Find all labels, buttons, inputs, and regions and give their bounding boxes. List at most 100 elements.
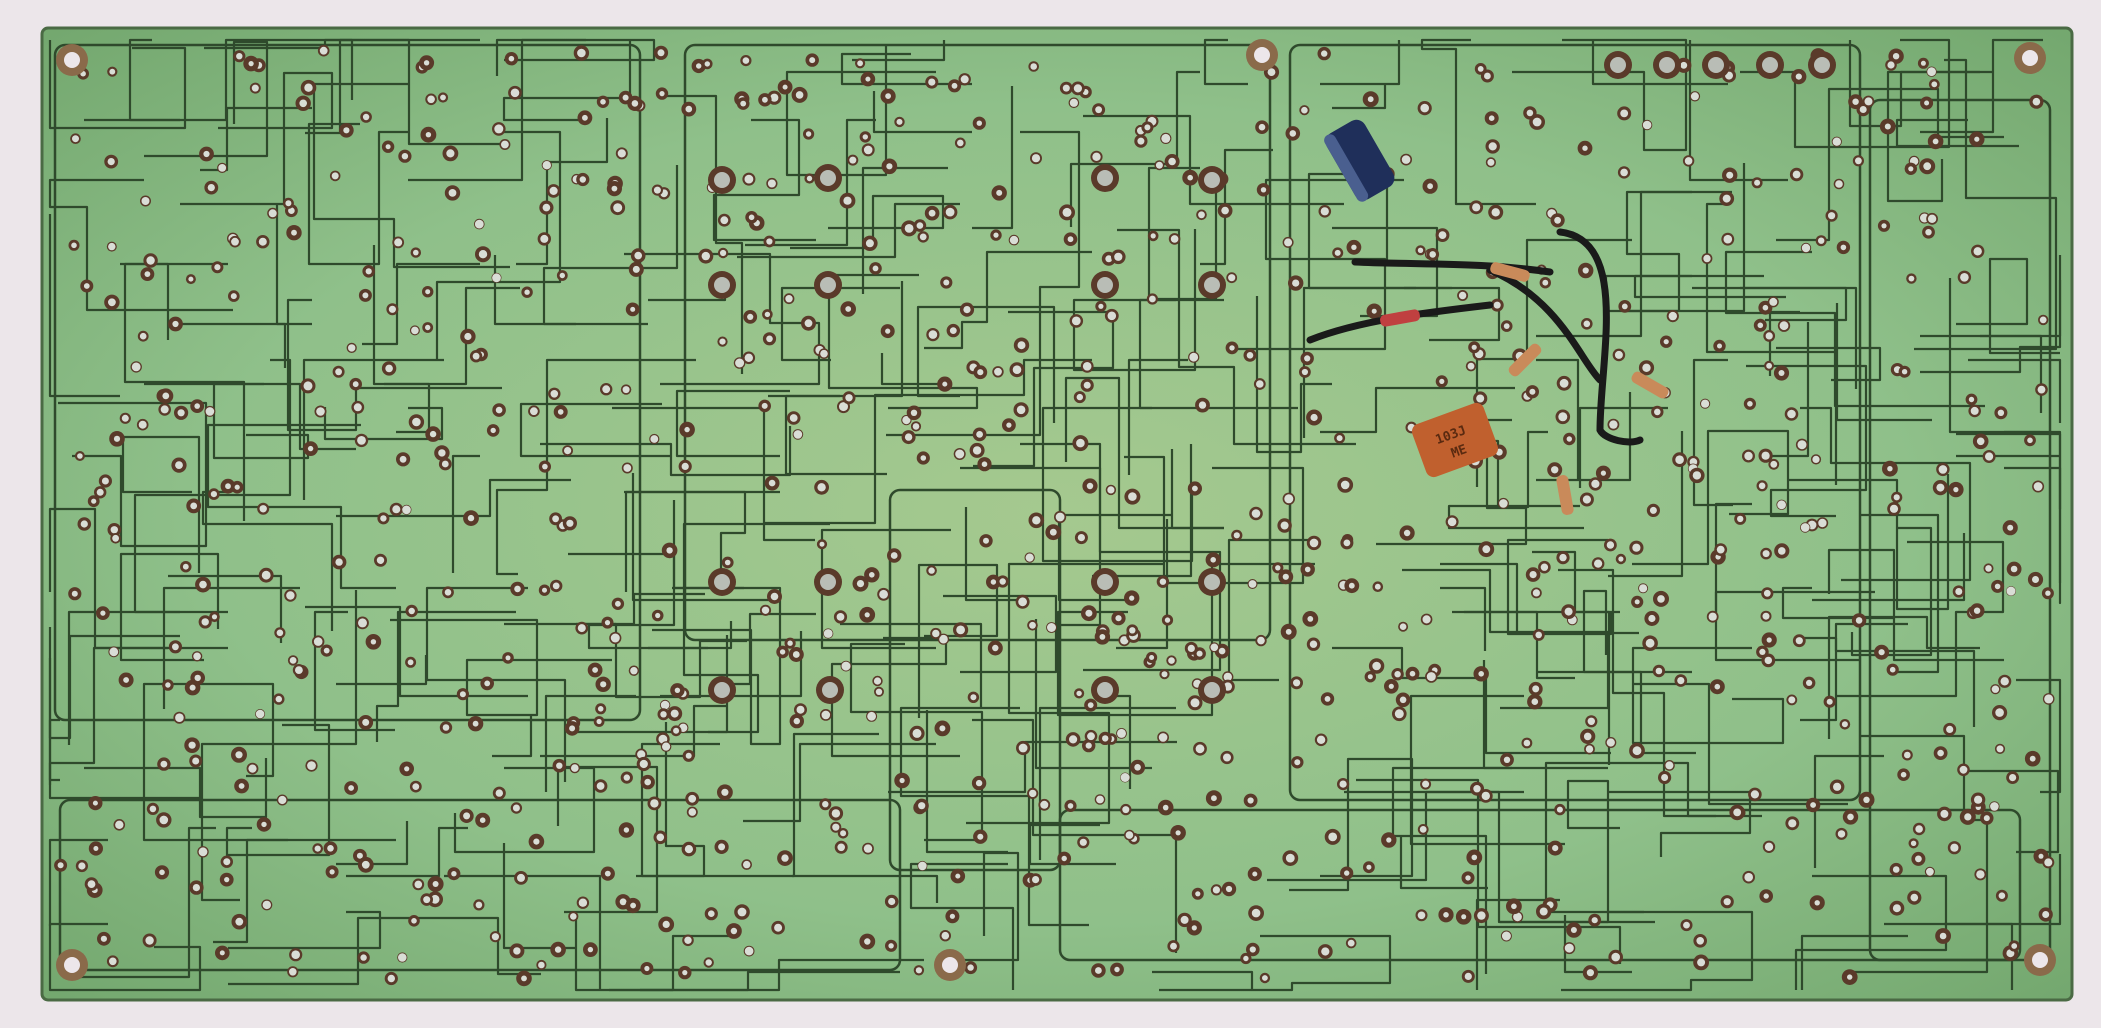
solder-pad (886, 163, 893, 170)
solder-pad (2009, 774, 2017, 782)
solder-pad (162, 392, 170, 400)
solder-pad (1246, 352, 1254, 359)
solder-pad (1115, 615, 1122, 622)
solder-pad (1606, 541, 1615, 549)
solder-pad (623, 464, 632, 472)
copper-trace (899, 706, 1089, 927)
solder-pad (912, 423, 920, 430)
solder-pad (1923, 162, 1932, 171)
solder-pad (1998, 892, 2006, 899)
solder-pad (766, 238, 773, 245)
solder-pad (1493, 301, 1501, 309)
solder-pad (172, 320, 179, 328)
solder-pad (343, 127, 350, 134)
solder-pad (262, 900, 271, 910)
solder-pad (1892, 866, 1900, 873)
copper-trace (1746, 364, 1868, 518)
solder-pad (619, 898, 627, 906)
solder-pad (1032, 876, 1040, 884)
mounting-hole (64, 52, 80, 68)
copper-trace (1440, 562, 1639, 635)
mounting-hole (2032, 952, 2048, 968)
solder-pad (1529, 571, 1537, 579)
solder-pad (578, 898, 588, 907)
solder-pad (380, 515, 387, 522)
solder-pad (564, 447, 572, 455)
solder-pad (1388, 683, 1394, 689)
solder-pad (744, 353, 753, 362)
solder-pad (817, 483, 826, 492)
solder-pad (1187, 644, 1195, 653)
solder-pad (113, 435, 121, 442)
solder-pad (1503, 756, 1511, 763)
solder-pad (2039, 316, 2047, 324)
solder-pad (1071, 316, 1081, 326)
solder-pad (1618, 556, 1624, 562)
solder-pad (557, 409, 564, 415)
solder-pad (1399, 623, 1407, 630)
solder-pad (682, 970, 688, 976)
solder-pad (441, 460, 449, 468)
solder-pad (141, 197, 150, 205)
solder-pad (1778, 370, 1785, 376)
solder-pad (71, 242, 77, 249)
capacitor-marking-2: ME (1449, 442, 1469, 461)
jumper-wire (1351, 258, 1554, 276)
solder-pad (748, 214, 755, 221)
solder-pad (2042, 911, 2050, 918)
copper-trace (495, 38, 656, 76)
solder-pad (190, 502, 198, 510)
solder-pad (1321, 947, 1330, 956)
solder-pad (160, 760, 168, 768)
copper-trace (916, 305, 1056, 423)
solder-pad (1769, 297, 1778, 306)
solder-pad (1737, 515, 1744, 523)
solder-pad (1114, 966, 1120, 973)
copper-trace (375, 610, 516, 742)
solder-pad (670, 709, 679, 718)
solder-pad (615, 600, 621, 607)
solder-pad (1120, 773, 1130, 782)
solder-pad (1168, 157, 1176, 166)
copper-trace (212, 382, 310, 460)
resistor (1556, 475, 1574, 515)
solder-pad (121, 414, 129, 422)
copper-trace (743, 742, 936, 823)
copper-trace (556, 765, 659, 914)
solder-pad (207, 184, 215, 192)
solder-pad (942, 381, 948, 387)
solder-pad (1828, 212, 1836, 220)
solder-pad (427, 95, 435, 104)
solder-pad (831, 809, 841, 818)
solder-pad (1938, 465, 1948, 474)
copper-trace (336, 478, 571, 518)
solder-pad (611, 185, 618, 192)
copper-trace (142, 682, 288, 842)
solder-pad (1964, 813, 1972, 821)
solder-pad (1321, 50, 1328, 57)
solder-pad (1458, 291, 1467, 300)
solder-pad (735, 358, 745, 368)
solder-pad (939, 634, 948, 644)
copper-trace (144, 40, 269, 158)
copper-trace (346, 826, 468, 878)
solder-pad (438, 449, 446, 457)
solder-pad (1835, 180, 1843, 188)
solder-pad (1758, 482, 1766, 490)
solder-pad (1417, 911, 1426, 920)
solder-pad (967, 964, 974, 971)
large-solder-pad (1814, 57, 1830, 73)
solder-pad (867, 711, 876, 721)
solder-pad (1471, 344, 1477, 350)
solder-pad (71, 590, 78, 597)
solder-pad (994, 367, 1002, 376)
solder-pad (743, 860, 751, 869)
solder-pad (990, 579, 997, 585)
solder-pad (720, 249, 727, 257)
solder-pad (549, 186, 558, 195)
copper-trace (48, 718, 202, 800)
solder-pad (1991, 685, 2000, 693)
solder-pad (1125, 831, 1134, 839)
copper-trace (1608, 790, 1752, 857)
solder-pad (1723, 234, 1733, 244)
